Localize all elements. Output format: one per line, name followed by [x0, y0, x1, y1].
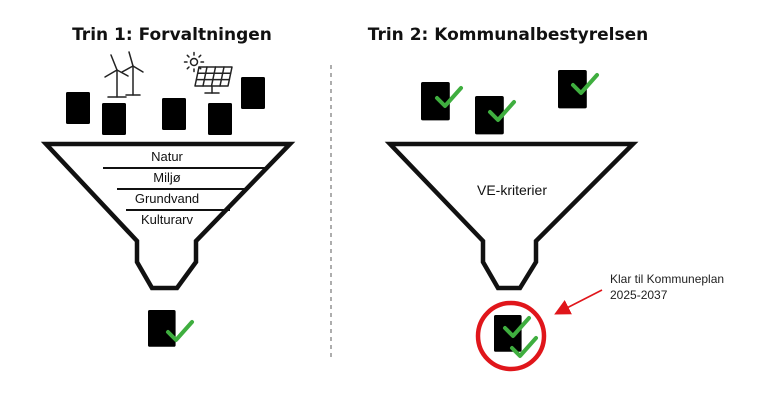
document-icon: [241, 77, 265, 109]
filter-band-miljo: Miljø: [153, 170, 180, 185]
step1-title: Trin 1: Forvaltningen: [72, 25, 272, 45]
document-icon: [162, 98, 186, 130]
highlight-circle: [475, 300, 547, 372]
document-icon: [148, 310, 176, 347]
step2-title: Trin 2: Kommunalbestyrelsen: [368, 25, 649, 45]
funnel-label: VE-kriterier: [477, 182, 547, 198]
wind-turbine-icon: [104, 51, 144, 98]
filter-band-kulturarv: Kulturarv: [141, 212, 194, 227]
document-icon: [208, 103, 232, 135]
filter-band-grundvand: Grundvand: [135, 191, 199, 206]
arrow-pointer: [554, 289, 603, 315]
filter-funnel: Natur Miljø Grundvand Kulturarv: [40, 141, 296, 291]
filter-band-natur: Natur: [151, 149, 183, 164]
document-icon: [102, 103, 126, 135]
document-icon: [475, 96, 504, 135]
criteria-funnel: VE-kriterier: [384, 141, 639, 291]
document-icon: [421, 82, 450, 121]
sun-icon: [183, 51, 205, 73]
annotation-line-2: 2025-2037: [610, 288, 668, 302]
document-icon: [66, 92, 90, 124]
annotation-line-1: Klar til Kommuneplan: [610, 272, 724, 286]
solar-panel-icon: [194, 66, 233, 94]
